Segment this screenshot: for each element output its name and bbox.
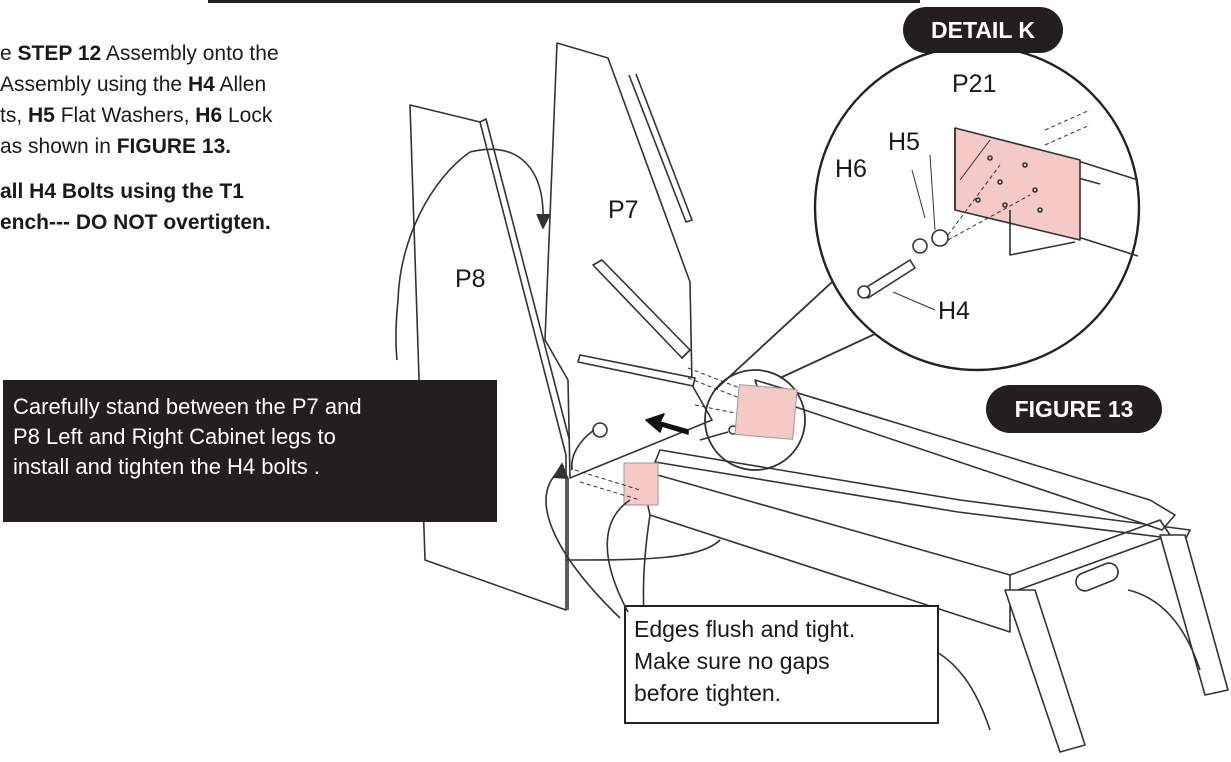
instruction-line-3: ts, H5 Flat Washers, H6 Lock (0, 104, 273, 127)
push-arrow (645, 413, 689, 435)
safety-callout: Carefully stand between the P7 and P8 Le… (3, 380, 497, 522)
assembly-instructions: e STEP 12 Assembly onto the Assembly usi… (0, 38, 400, 238)
flush-callout-line-2: Make sure no gaps (634, 648, 830, 674)
instruction-line-1: e STEP 12 Assembly onto the (0, 42, 279, 65)
instruction-line-4: as shown in FIGURE 13. (0, 135, 232, 158)
label-p21: P21 (952, 70, 997, 98)
label-h4: H4 (938, 297, 970, 325)
zoom-circle-small (704, 369, 806, 471)
label-p7: P7 (608, 196, 639, 224)
instruction-line-2: Assembly using the H4 Allen (0, 73, 267, 96)
safety-callout-line-2: P8 Left and Right Cabinet legs to (13, 424, 336, 449)
tighten-note-line-1: all H4 Bolts using the T1 (0, 180, 244, 203)
bench-frame (639, 379, 1229, 753)
safety-callout-line-3: install and tighten the H4 bolts . (13, 454, 320, 479)
figure-13-badge: FIGURE 13 (986, 385, 1162, 433)
bracket-frame-highlight (623, 462, 659, 506)
label-h6: H6 (835, 155, 867, 183)
detail-k-contents (857, 109, 1139, 311)
rotation-arrow (395, 151, 471, 361)
flush-callout-line-1: Edges flush and tight. (634, 616, 856, 642)
label-p8: P8 (455, 265, 486, 293)
top-rule (208, 0, 920, 3)
label-h5: H5 (888, 128, 920, 156)
detail-k-badge: DETAIL K (903, 7, 1063, 53)
flush-edges-callout: Edges flush and tight. Make sure no gaps… (624, 605, 939, 724)
p7-panel (544, 42, 713, 610)
tighten-note-line-2: ench--- DO NOT overtigten. (0, 211, 271, 234)
flush-callout-line-3: before tighten. (634, 680, 782, 706)
safety-callout-line-1: Carefully stand between the P7 and (13, 394, 362, 419)
